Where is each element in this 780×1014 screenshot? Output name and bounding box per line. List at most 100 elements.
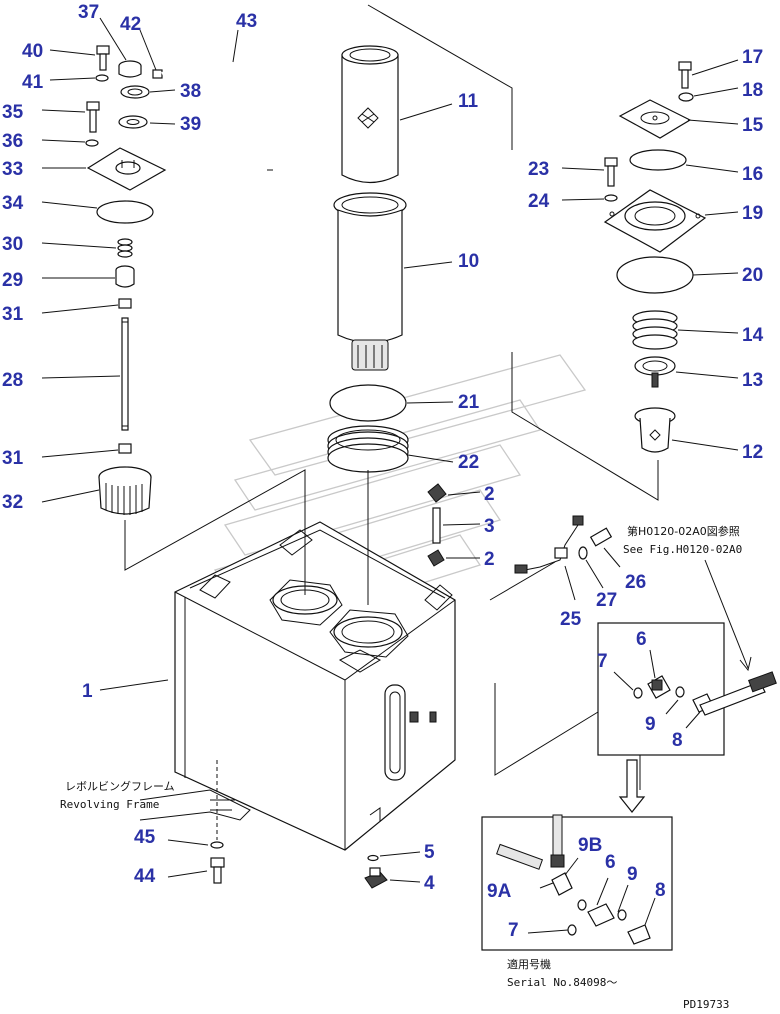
pipe-3 [432, 507, 441, 544]
drawing-number: PD19733 [683, 998, 729, 1011]
callout-30: 30 [2, 234, 23, 255]
callout-7-inset2: 7 [508, 920, 519, 941]
callout-15: 15 [742, 115, 764, 136]
callout-16: 16 [742, 164, 763, 185]
callout-10: 10 [458, 251, 479, 272]
sensor-harness-25 [514, 515, 584, 574]
bolt-17 [678, 61, 692, 89]
breather-cap-32 [98, 466, 152, 515]
adapter-38 [120, 85, 150, 99]
spring-14 [632, 310, 678, 350]
callout-19: 19 [742, 203, 763, 224]
cover-15 [618, 99, 692, 139]
serial-jp: 適用号機 [507, 957, 551, 971]
plug-4 [364, 867, 388, 889]
callout-18: 18 [742, 80, 763, 101]
callout-27: 27 [596, 590, 617, 611]
callout-9-inset1: 9 [645, 714, 656, 735]
inset-box-1 [597, 622, 725, 756]
strainer-12 [634, 407, 676, 453]
callout-6-inset1: 6 [636, 629, 647, 650]
callout-33: 33 [2, 159, 23, 180]
callout-42: 42 [120, 14, 141, 35]
hydraulic-pipe-ref [699, 671, 777, 716]
bolt-23 [604, 157, 618, 187]
callout-7-inset1: 7 [597, 651, 608, 672]
nut-42 [152, 69, 163, 79]
revolving-frame-en: Revolving Frame [60, 798, 159, 811]
filter-case-10 [333, 192, 407, 371]
callout-6-inset2: 6 [605, 852, 616, 873]
callout-31-top: 31 [2, 304, 24, 325]
callout-1: 1 [82, 681, 93, 702]
callout-41: 41 [22, 72, 44, 93]
callout-36: 36 [2, 131, 23, 152]
hose-43 [161, 61, 273, 230]
callout-3: 3 [484, 516, 495, 537]
cap-37 [118, 60, 142, 78]
callout-8-inset1: 8 [672, 730, 683, 751]
callout-13: 13 [742, 370, 763, 391]
callout-11: 11 [458, 91, 479, 112]
callout-2-top: 2 [484, 484, 495, 505]
callout-31-bottom: 31 [2, 448, 24, 469]
washer-45 [210, 841, 224, 849]
see-fig-jp: 第H0120-02A0図参照 [627, 524, 740, 538]
callout-26: 26 [625, 572, 646, 593]
hydraulic-tank [174, 521, 456, 851]
callouts: 1 2 2 3 4 5 6 6 7 7 8 8 9 9 9A 9B 10 11 … [2, 2, 764, 941]
callout-43: 43 [236, 11, 257, 32]
callout-17: 17 [742, 47, 763, 68]
callout-32: 32 [2, 492, 23, 513]
callout-9a: 9A [487, 881, 512, 902]
bolt-40 [96, 45, 110, 71]
callout-12: 12 [742, 442, 763, 463]
callout-28: 28 [2, 370, 23, 391]
oring-5 [367, 854, 379, 862]
nut-31a [118, 298, 132, 309]
callout-21: 21 [458, 392, 480, 413]
callout-14: 14 [742, 325, 764, 346]
callout-29: 29 [2, 270, 23, 291]
nut-31b [118, 443, 132, 454]
washer-18 [678, 92, 694, 102]
callout-38: 38 [180, 81, 201, 102]
elbow-2b [427, 549, 445, 567]
callout-2-bottom: 2 [484, 549, 495, 570]
oring-34 [96, 200, 154, 224]
washer-36 [85, 139, 99, 147]
revolving-frame-hatch [139, 789, 251, 821]
spring-30 [117, 238, 133, 258]
see-fig-en: See Fig.H0120-02A0 [623, 543, 742, 556]
sleeve-29 [115, 265, 135, 288]
callout-25: 25 [560, 609, 582, 630]
callout-9b: 9B [578, 835, 602, 856]
callout-24: 24 [528, 191, 550, 212]
rod-28 [121, 317, 129, 431]
callout-44: 44 [134, 866, 156, 887]
serial-en: Serial No.84098～ [507, 976, 617, 989]
inset-box-2 [481, 814, 673, 951]
flange-19 [603, 189, 707, 253]
filter-element-11 [341, 45, 399, 184]
notes: 第H0120-02A0図参照 See Fig.H0120-02A0 レボルビング… [60, 524, 742, 1011]
callout-34: 34 [2, 193, 24, 214]
oring-16 [629, 149, 687, 171]
callout-35: 35 [2, 102, 24, 123]
callout-20: 20 [742, 265, 763, 286]
washer-24 [604, 194, 618, 202]
callout-9-inset2: 9 [627, 864, 638, 885]
callout-37: 37 [78, 2, 99, 23]
callout-40: 40 [22, 41, 43, 62]
bolt-44 [210, 857, 225, 884]
gasket-39 [118, 115, 148, 129]
gasket-22 [327, 425, 409, 473]
callout-45: 45 [134, 827, 156, 848]
callout-8-inset2: 8 [655, 880, 666, 901]
callout-22: 22 [458, 452, 479, 473]
callout-4: 4 [424, 873, 435, 894]
oring-21 [329, 384, 407, 422]
washer-41 [95, 74, 109, 82]
elbow-2a [427, 483, 447, 503]
bolt-35 [86, 101, 100, 133]
